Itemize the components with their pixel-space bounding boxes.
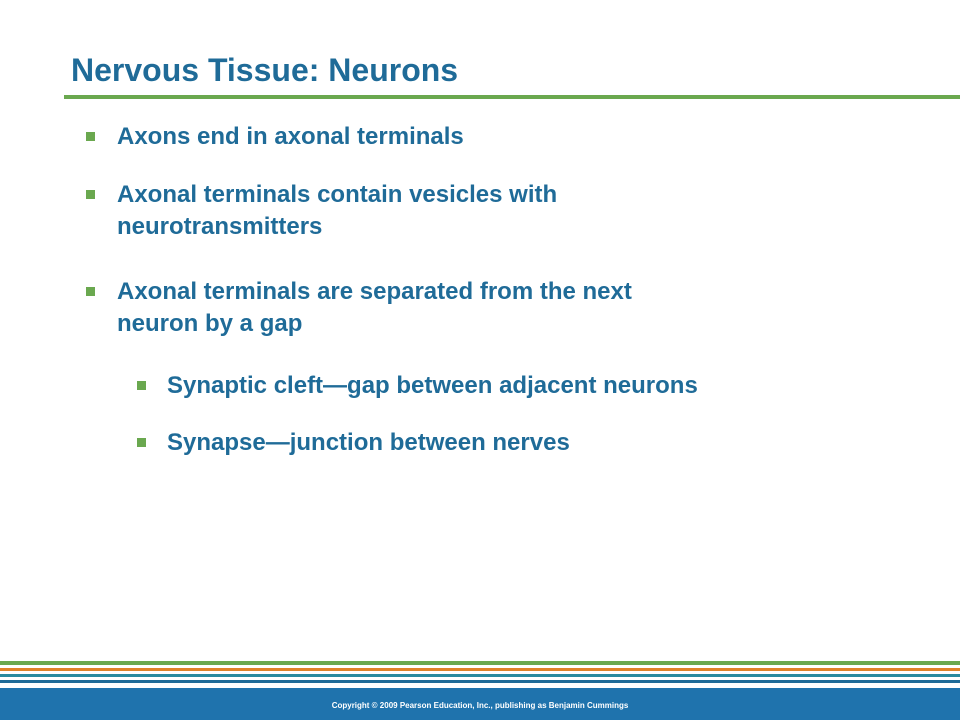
bullet-text: Axonal terminals contain vesicles with n… [117,179,557,243]
bullet-line: neurotransmitters [117,213,323,240]
bullet-text: Synapse—junction between nerves [167,427,570,459]
bullet-square-icon [137,381,146,390]
bullet-square-icon [86,190,95,199]
copyright-notice: Copyright © 2009 Pearson Education, Inc.… [331,701,629,710]
title-underline [64,95,960,99]
bullet-line: Axons end in axonal terminals [117,123,464,150]
bullet-square-icon [86,287,95,296]
bullet-text: Axons end in axonal terminals [117,121,464,153]
footer-stripe-green [0,661,960,665]
footer-stripe-teal [0,674,960,677]
bullet-line: Axonal terminals are separated from the … [117,278,632,305]
bullet-text: Synaptic cleft—gap between adjacent neur… [167,370,698,402]
footer-stripe-blue [0,680,960,683]
slide-title: Nervous Tissue: Neurons [71,52,459,88]
footer-band [0,688,960,720]
bullet-square-icon [137,438,146,447]
footer-stripe-orange [0,668,960,671]
bullet-square-icon [86,132,95,141]
bullet-text: Axonal terminals are separated from the … [117,276,632,340]
bullet-line: Axonal terminals contain vesicles with [117,181,558,208]
bullet-line: Synaptic cleft—gap between adjacent neur… [167,372,698,399]
bullet-line: neuron by a gap [117,310,303,337]
bullet-line: Synapse—junction between nerves [167,429,570,456]
